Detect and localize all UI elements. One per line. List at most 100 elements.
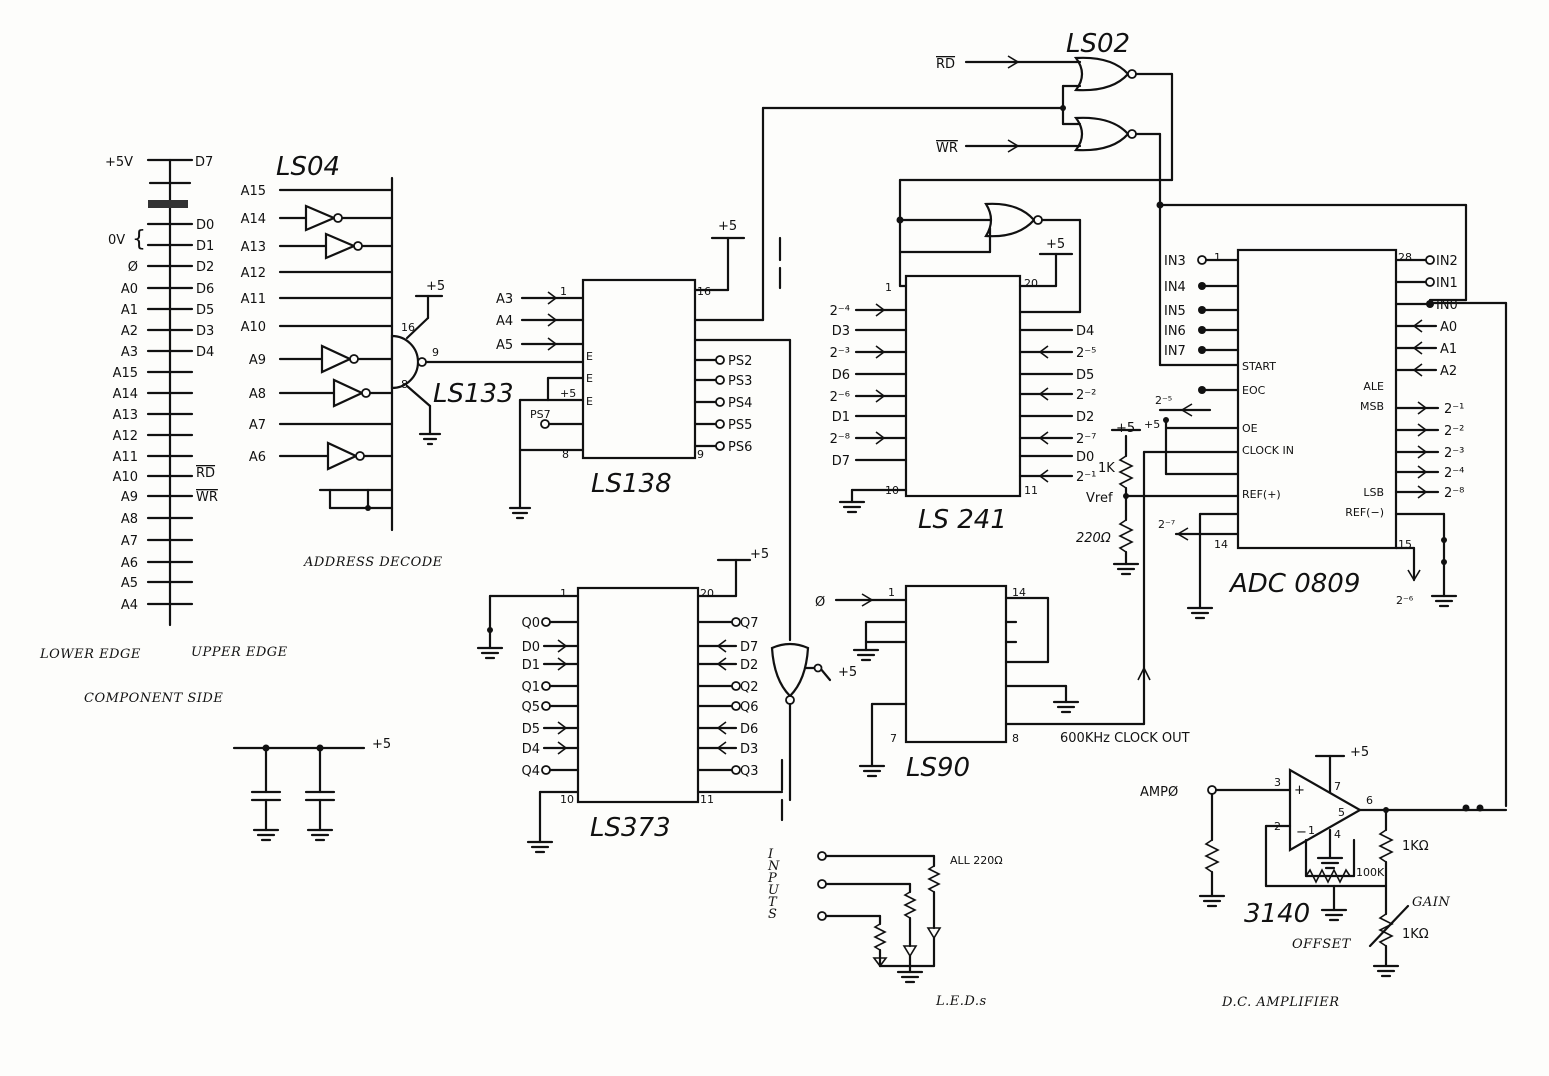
edge-upper-pin-d5: D5	[196, 303, 214, 318]
adc-resistor-label: 220Ω	[1076, 531, 1111, 546]
edge-0v-label: 0V	[108, 233, 125, 248]
adc-body	[1236, 248, 1398, 550]
ls373-left-q1-3: Q1	[521, 680, 540, 695]
edge-connector: +5V D7 0V { ØA0A1A2A3A15A14A13A12A11A10A…	[39, 155, 287, 706]
ls373-left-d4-6: D4	[522, 742, 540, 757]
adc-pin-label-ref: REF(−)	[1345, 506, 1384, 519]
led-resistor-label: ALL 220Ω	[950, 854, 1003, 867]
ls133-pin9: 9	[432, 346, 439, 359]
ls373-right-d2-2: D2	[740, 658, 758, 673]
edge-lower-pin-a6: A6	[121, 556, 138, 571]
adc-input-in7: IN7	[1164, 344, 1186, 359]
decoupling-supply: +5	[372, 737, 391, 752]
ls90-divider: LS90 Ø 1 14 7 8 600KHz CLOCK OUT	[815, 450, 1242, 783]
ls241-left-d7-7: D7	[832, 454, 850, 469]
adc-input-in3: IN3	[1164, 254, 1186, 269]
addr-label-a6: A6	[249, 450, 266, 465]
ls373-left-q4-7: Q4	[521, 764, 540, 779]
ls241-pin1: 1	[885, 281, 892, 294]
amp-r-gain: 1KΩ	[1402, 927, 1429, 942]
adc-address-a2: A2	[1440, 364, 1457, 379]
ls241-supply: +5	[1046, 237, 1065, 252]
ls241-right-d4-0: D4	[1076, 324, 1094, 339]
adc-pin14: 14	[1214, 538, 1228, 551]
amp-r-out: 1KΩ	[1402, 839, 1429, 854]
decoupling-capacitors: +5	[232, 737, 391, 842]
ls373-right-d7-1: D7	[740, 640, 758, 655]
amp-pin5: 5	[1338, 806, 1345, 819]
svg-text:+5: +5	[838, 665, 857, 680]
ls373-pin10: 10	[560, 793, 574, 806]
ls90-pin7: 7	[890, 732, 897, 745]
edge-lower-pin-a1: A1	[121, 303, 138, 318]
adc-address-a0: A0	[1440, 320, 1457, 335]
ls241-left-2-0: 2⁻⁴	[830, 304, 850, 319]
ls373-pin1: 1	[560, 587, 567, 600]
amp-input-label: AMPØ	[1140, 785, 1178, 800]
ls90-clock-in: Ø	[815, 595, 825, 610]
amp-offset-label: OFFSET	[1292, 937, 1352, 952]
adc-input-in0: IN0	[1436, 298, 1458, 313]
addr-label-a15: A15	[241, 184, 266, 199]
adc-pin28: 28	[1398, 251, 1412, 264]
ls241-left-d3-1: D3	[832, 324, 850, 339]
ls04-title: LS04	[276, 152, 340, 182]
ls90-pin14: 14	[1012, 586, 1026, 599]
edge-lower-pin-a9: A9	[121, 490, 138, 505]
amp-pin7: 7	[1334, 780, 1341, 793]
adc-pin-label-oe: OE	[1242, 422, 1258, 435]
adc-input-in5: IN5	[1164, 304, 1186, 319]
edge-upper-pin-d6: D6	[196, 282, 214, 297]
adc-eoc-out: 2⁻⁵	[1155, 394, 1172, 407]
amp-caption: D.C. AMPLIFIER	[1221, 995, 1340, 1010]
edge-upper-pin-rd: RD	[196, 466, 215, 481]
ls241-right-2-1: 2⁻⁵	[1076, 346, 1096, 361]
ls241-right-d0-6: D0	[1076, 450, 1094, 465]
addr-label-a7: A7	[249, 418, 266, 433]
ls373-right-d3-6: D3	[740, 742, 758, 757]
edge-upper-pin-d0: D0	[196, 218, 214, 233]
ls373-body	[576, 586, 700, 804]
ls373-left-d0-1: D0	[522, 640, 540, 655]
adc-pin-label-start: START	[1242, 360, 1276, 373]
edge-lower-pin-a12: A12	[113, 429, 138, 444]
ls04-inverters	[304, 204, 371, 471]
svg-text:−: −	[1296, 825, 1307, 840]
adc-input-in6: IN6	[1164, 324, 1186, 339]
component-side-caption: COMPONENT SIDE	[84, 691, 223, 706]
ls90-title: LS90	[906, 753, 970, 783]
ls02-lower-gate	[1073, 116, 1130, 152]
edge-upper-pin-d3: D3	[196, 324, 214, 339]
adc-pin-label-ale: ALE	[1363, 380, 1384, 393]
adc-title: ADC 0809	[1228, 569, 1360, 599]
edge-lower-pin-a4: A4	[121, 598, 138, 613]
adc-address-a1: A1	[1440, 342, 1457, 357]
address-decode-caption: ADDRESS DECODE	[303, 555, 443, 570]
edge-upper-pin-d1: D1	[196, 239, 214, 254]
ls138-pin9: 9	[697, 448, 704, 461]
adc-output-2-3: 2⁻⁴	[1444, 466, 1464, 481]
adc-pot-label: 1K	[1098, 461, 1115, 476]
edge-lower-pin-a5: A5	[121, 576, 138, 591]
amp-pin1: 1	[1308, 824, 1315, 837]
amp-pin3: 3	[1274, 776, 1281, 789]
ls241-right-2-7: 2⁻¹	[1076, 470, 1096, 485]
adc-bit7: 2⁻⁷	[1158, 518, 1175, 531]
ls241-left-2-2: 2⁻³	[830, 346, 850, 361]
ls241-right-2-5: 2⁻⁷	[1076, 432, 1096, 447]
ls02-gates: LS02 RD WR	[898, 29, 1468, 367]
ls241-left-2-6: 2⁻⁸	[830, 432, 850, 447]
edge-lower-pin-a7: A7	[121, 534, 138, 549]
adc-pin-label-msb: MSB	[1360, 400, 1384, 413]
addr-label-a9: A9	[249, 353, 266, 368]
edge-lower-pin-a0: A0	[121, 282, 138, 297]
ls02-rd-label: RD	[936, 57, 955, 72]
adc-pin-label-ref: REF(+)	[1242, 488, 1281, 501]
svg-text:+: +	[1294, 783, 1305, 798]
